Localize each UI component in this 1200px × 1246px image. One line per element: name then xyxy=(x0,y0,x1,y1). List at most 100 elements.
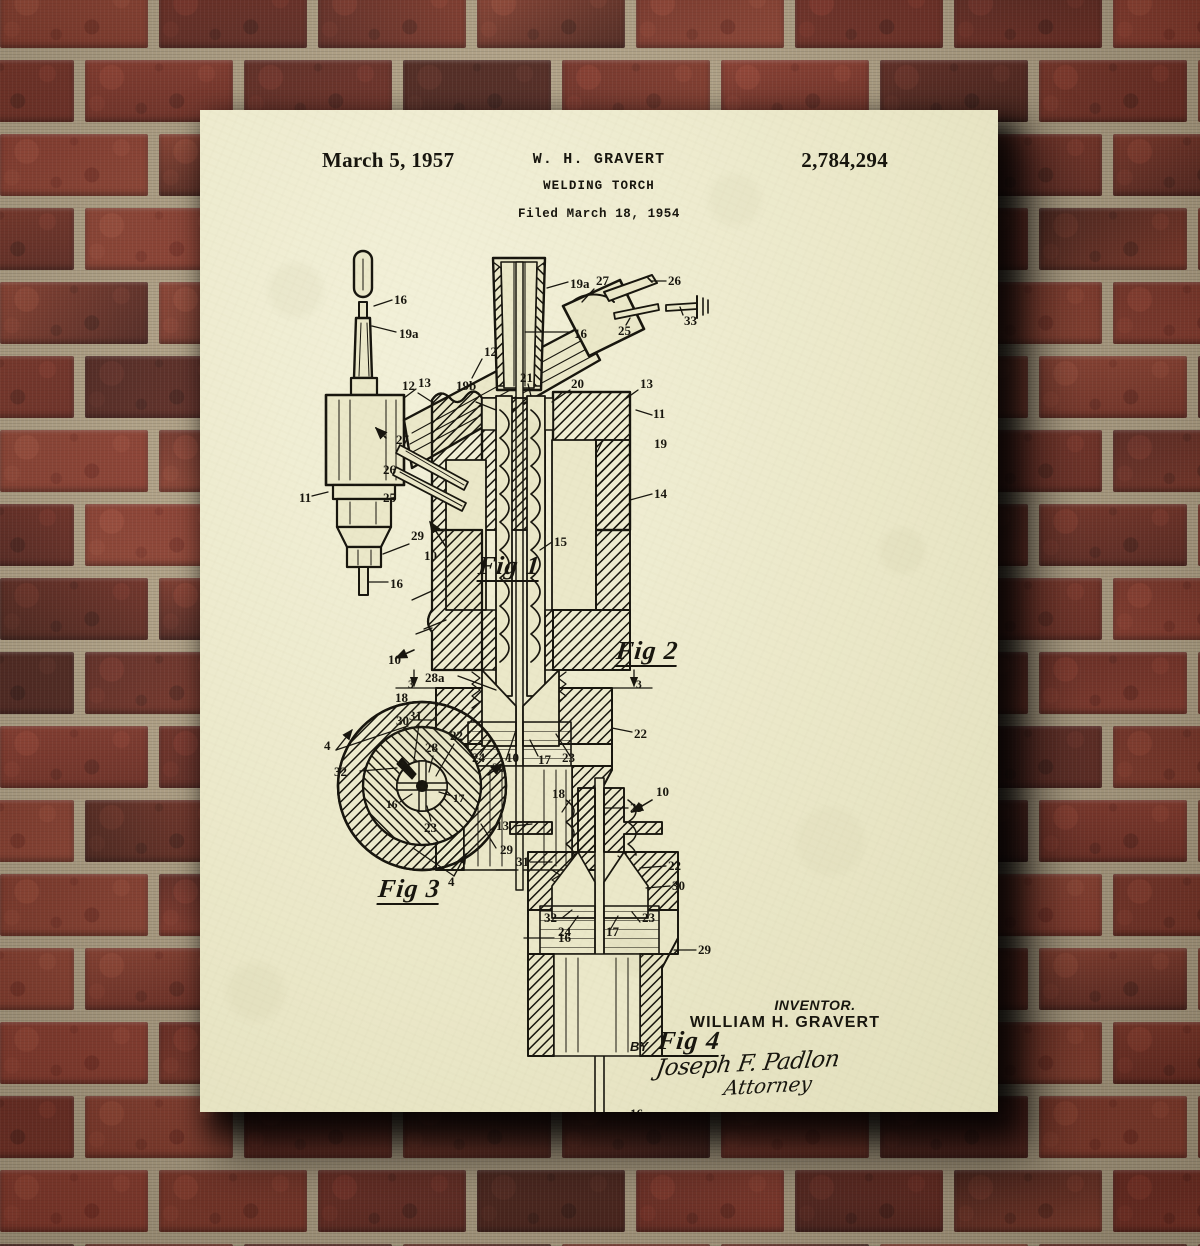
figure-3-caption: Fig 3 xyxy=(376,874,442,905)
brick xyxy=(954,1170,1102,1232)
brick xyxy=(636,1170,784,1232)
brick xyxy=(0,578,148,640)
figure-2-caption: Fig 2 xyxy=(614,636,680,667)
brick xyxy=(318,1170,466,1232)
svg-text:27: 27 xyxy=(596,273,610,288)
svg-text:17: 17 xyxy=(453,793,465,805)
brick xyxy=(0,0,148,48)
svg-text:3: 3 xyxy=(636,679,642,691)
svg-text:13: 13 xyxy=(640,376,654,391)
svg-text:16: 16 xyxy=(390,576,404,591)
svg-text:28: 28 xyxy=(492,760,506,775)
svg-text:16: 16 xyxy=(558,930,572,945)
svg-text:16: 16 xyxy=(574,326,588,341)
brick xyxy=(1113,0,1200,48)
svg-text:32: 32 xyxy=(334,764,347,779)
reference-numbers-fig3: 31 22 10 4 32 28 16 17 23 29 4 xyxy=(324,708,519,889)
reference-numbers-fig1: 16 19a 13 12 27 26 25 33 11 29 16 10 xyxy=(299,273,698,591)
svg-text:29: 29 xyxy=(630,800,644,815)
svg-text:10: 10 xyxy=(388,652,401,667)
svg-text:16: 16 xyxy=(394,292,408,307)
brick xyxy=(1039,504,1187,566)
brick-row xyxy=(0,1164,1200,1238)
svg-text:26: 26 xyxy=(383,462,397,477)
brick xyxy=(1198,208,1200,270)
svg-text:17: 17 xyxy=(606,924,620,939)
svg-text:12: 12 xyxy=(484,344,497,359)
svg-text:4: 4 xyxy=(324,738,331,753)
brick xyxy=(1113,134,1200,196)
brick xyxy=(1039,948,1187,1010)
svg-text:32: 32 xyxy=(544,910,557,925)
brick xyxy=(1198,1244,1200,1246)
brick xyxy=(0,430,148,492)
figure-3-drawing xyxy=(335,700,508,877)
patent-poster: 16 19a 13 12 27 26 25 33 11 29 16 10 19a… xyxy=(200,110,998,1112)
patent-drawing-sheet: 16 19a 13 12 27 26 25 33 11 29 16 10 19a… xyxy=(200,110,998,1112)
inventor-label: INVENTOR. xyxy=(774,997,856,1013)
brick xyxy=(1039,1244,1187,1246)
svg-text:15: 15 xyxy=(554,534,568,549)
brick xyxy=(954,0,1102,48)
svg-text:14: 14 xyxy=(654,486,668,501)
svg-text:25: 25 xyxy=(383,490,397,505)
figure-4-drawing xyxy=(495,777,697,1112)
svg-text:20: 20 xyxy=(571,376,584,391)
svg-text:21: 21 xyxy=(520,370,533,385)
svg-text:12: 12 xyxy=(402,378,415,393)
svg-text:24: 24 xyxy=(558,924,572,939)
svg-text:10: 10 xyxy=(506,750,519,765)
patent-title: WELDING TORCH xyxy=(543,179,655,193)
svg-text:16: 16 xyxy=(630,1106,644,1112)
patent-inventor-line: W. H. GRAVERT xyxy=(532,151,666,168)
brick xyxy=(318,0,466,48)
svg-text:13: 13 xyxy=(418,375,432,390)
brick xyxy=(1113,1022,1200,1084)
svg-text:11: 11 xyxy=(299,490,311,505)
brick xyxy=(1198,948,1200,1010)
brick xyxy=(85,60,233,122)
brick xyxy=(1198,504,1200,566)
svg-text:18: 18 xyxy=(552,786,566,801)
inventor-name: WILLIAM H. GRAVERT xyxy=(689,1014,881,1031)
brick xyxy=(0,1170,148,1232)
svg-text:22: 22 xyxy=(450,728,463,743)
brick xyxy=(1198,356,1200,418)
brick xyxy=(0,134,148,196)
svg-text:4: 4 xyxy=(448,874,455,889)
svg-text:10: 10 xyxy=(656,784,669,799)
svg-text:29: 29 xyxy=(411,528,425,543)
reference-numbers-fig4: 10 18 13 31 22 30 32 24 17 23 29 16 xyxy=(496,784,712,1112)
svg-text:23: 23 xyxy=(642,910,656,925)
svg-text:26: 26 xyxy=(668,273,682,288)
patent-filed-date: Filed March 18, 1954 xyxy=(517,207,681,221)
brick xyxy=(0,800,74,862)
svg-text:17: 17 xyxy=(538,752,552,767)
brick-row xyxy=(0,1238,1200,1246)
figure-2-drawing xyxy=(374,256,653,939)
signature-block: INVENTOR. WILLIAM H. GRAVERT BY Joseph F… xyxy=(620,997,950,1100)
brick xyxy=(1113,1170,1200,1232)
patent-number: 2,784,294 xyxy=(801,148,888,172)
brick xyxy=(1198,652,1200,714)
svg-text:3: 3 xyxy=(408,679,414,691)
brick xyxy=(477,1170,625,1232)
brick xyxy=(244,1244,392,1246)
svg-text:29: 29 xyxy=(698,942,712,957)
brick xyxy=(1039,1096,1187,1158)
brick xyxy=(159,0,307,48)
figure-1-caption: Fig 1 xyxy=(476,551,542,582)
svg-text:13: 13 xyxy=(496,818,510,833)
by-label: BY xyxy=(630,1039,649,1054)
svg-text:19a: 19a xyxy=(570,276,590,291)
svg-text:11: 11 xyxy=(653,406,665,421)
svg-text:30: 30 xyxy=(396,713,409,728)
brick xyxy=(636,0,784,48)
svg-text:22: 22 xyxy=(668,858,681,873)
brick xyxy=(1039,652,1187,714)
svg-text:10: 10 xyxy=(424,548,437,563)
brick xyxy=(0,1022,148,1084)
svg-text:27: 27 xyxy=(396,432,410,447)
svg-text:19b: 19b xyxy=(456,378,476,393)
brick xyxy=(1113,430,1200,492)
